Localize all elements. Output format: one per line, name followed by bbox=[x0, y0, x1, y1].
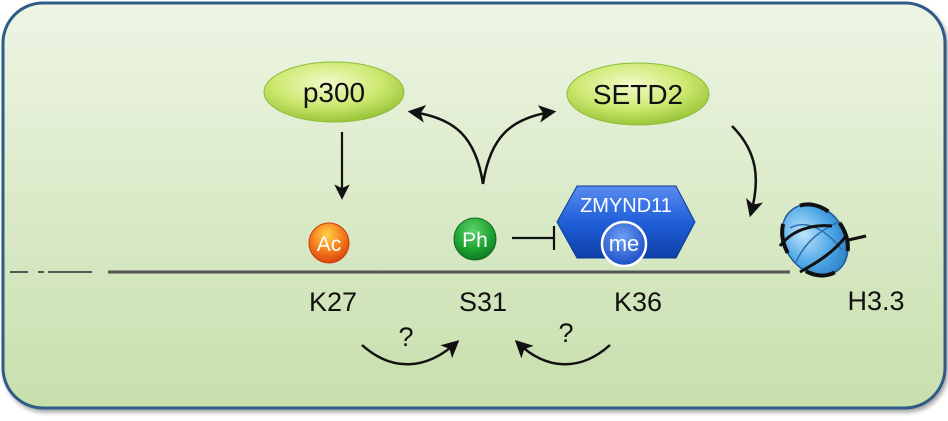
residue-k36-label: K36 bbox=[614, 287, 662, 317]
p300-label: p300 bbox=[303, 77, 365, 108]
methyl-badge bbox=[600, 220, 648, 268]
setd2-enzyme: SETD2 bbox=[566, 62, 710, 126]
phospho-badge: Ph bbox=[453, 217, 497, 261]
k36-to-s31-arrow bbox=[514, 339, 611, 366]
histone-variant-label: H3.3 bbox=[847, 286, 904, 316]
setd2-label: SETD2 bbox=[593, 79, 683, 110]
residue-k27-label: K27 bbox=[309, 287, 357, 317]
setd2-to-nucleosome-arrow bbox=[731, 125, 763, 218]
acetyl-label: Ac bbox=[317, 233, 342, 256]
k27-to-s31-arrow bbox=[361, 340, 460, 366]
s31-to-setd2-arrow bbox=[481, 105, 557, 185]
residue-s31-label: S31 bbox=[459, 287, 507, 317]
zmynd11-label: ZMYND11 bbox=[580, 195, 672, 217]
phospho-label: Ph bbox=[462, 229, 488, 252]
unknown-right-label: ? bbox=[558, 318, 573, 348]
panel-background bbox=[1, 1, 947, 410]
acetyl-badge: Ac bbox=[308, 222, 350, 264]
inhibition-line bbox=[512, 226, 556, 250]
s31-to-p300-arrow bbox=[407, 105, 485, 185]
zmynd11-reader: ZMYND11 me bbox=[556, 185, 696, 268]
p300-enzyme: p300 bbox=[263, 61, 405, 123]
unknown-left-label: ? bbox=[398, 322, 413, 352]
methyl-label: me bbox=[609, 231, 640, 256]
nucleosome-icon bbox=[778, 202, 867, 278]
